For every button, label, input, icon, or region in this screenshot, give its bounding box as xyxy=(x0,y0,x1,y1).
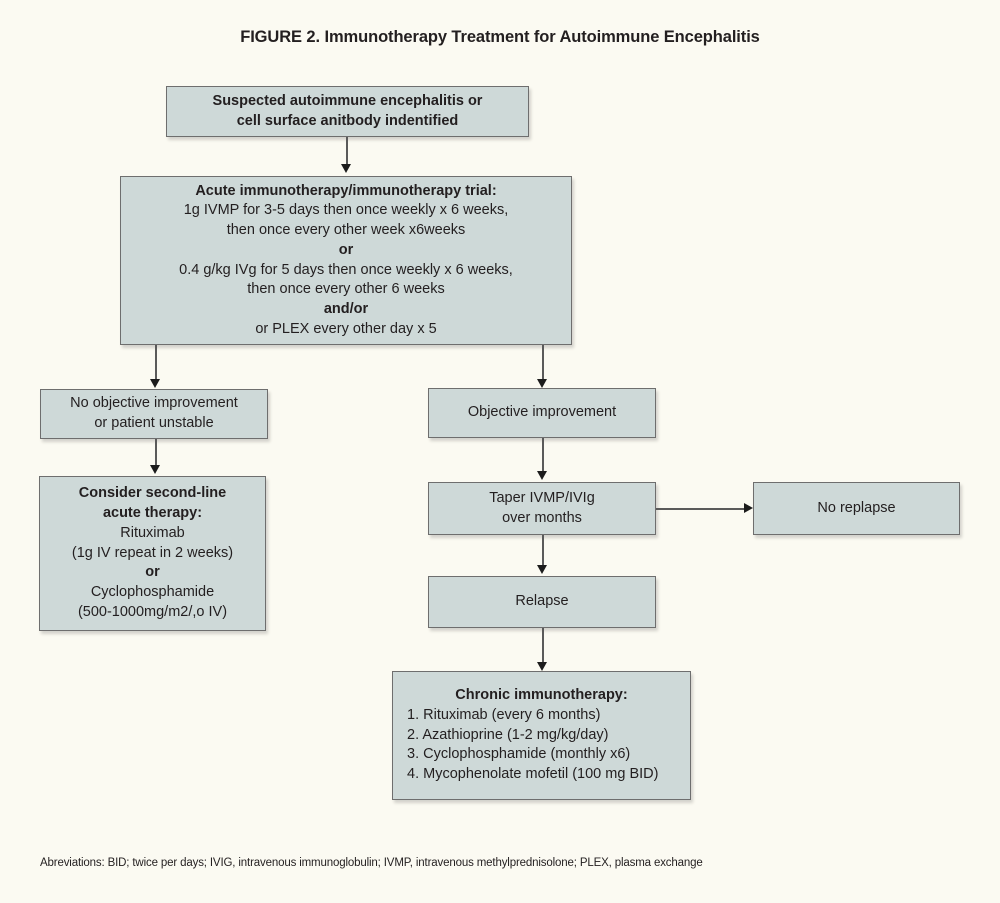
node-chronic-header: Chronic immunotherapy: xyxy=(455,687,628,704)
node-acute-line-1: Acute immunotherapy/immunotherapy trial: xyxy=(195,182,497,199)
node-second-line-line-3: Rituximab xyxy=(120,524,185,541)
node-acute-immunotherapy: Acute immunotherapy/immunotherapy trial:… xyxy=(120,176,572,345)
node-chronic-item-1: 1. Rituximab (every 6 months) xyxy=(407,706,601,723)
node-taper: Taper IVMP/IVIg over months xyxy=(428,482,656,535)
node-second-line-line-5: or xyxy=(145,564,160,581)
connector-acute-to-objective-improvement xyxy=(542,345,544,382)
node-second-line-line-2: acute therapy: xyxy=(102,505,203,522)
connector-acute-to-no-improvement xyxy=(155,345,157,382)
node-second-line-therapy: Consider second-line acute therapy: Ritu… xyxy=(39,476,266,631)
connector-no-improvement-to-second-line xyxy=(155,439,157,469)
node-no-relapse: No replapse xyxy=(753,482,960,535)
node-second-line-line-6: Cyclophosphamide xyxy=(90,584,215,601)
node-chronic-immunotherapy: Chronic immunotherapy: 1. Rituximab (eve… xyxy=(392,671,691,800)
arrowhead-acute-to-no-improvement xyxy=(150,379,160,388)
node-taper-line-2: over months xyxy=(502,509,582,526)
node-acute-line-7: and/or xyxy=(323,300,369,317)
node-acute-line-6: then once every other 6 weeks xyxy=(247,281,445,298)
node-chronic-item-4: 4. Mycophenolate mofetil (100 mg BID) xyxy=(407,766,659,783)
connector-suspected-to-acute xyxy=(346,137,348,168)
figure-title: FIGURE 2. Immunotherapy Treatment for Au… xyxy=(240,28,760,46)
node-suspected-line-2: cell surface anitbody indentified xyxy=(236,112,459,129)
connector-taper-to-no-relapse xyxy=(656,508,745,510)
node-acute-line-3: then once every other week x6weeks xyxy=(226,222,466,239)
abbreviations-footnote: Abreviations: BID; twice per days; IVIG,… xyxy=(40,857,703,869)
arrowhead-acute-to-objective-improvement xyxy=(537,379,547,388)
node-suspected-encephalitis: Suspected autoimmune encephalitis or cel… xyxy=(166,86,529,137)
arrowhead-taper-to-no-relapse xyxy=(744,503,753,513)
arrowhead-taper-to-relapse xyxy=(537,565,547,574)
connector-relapse-to-chronic xyxy=(542,628,544,666)
node-objective-improvement: Objective improvement xyxy=(428,388,656,438)
node-second-line-line-1: Consider second-line xyxy=(78,485,227,502)
node-second-line-line-4: (1g IV repeat in 2 weeks) xyxy=(71,544,234,561)
arrowhead-objective-improvement-to-taper xyxy=(537,471,547,480)
node-acute-line-5: 0.4 g/kg IVg for 5 days then once weekly… xyxy=(179,261,513,278)
node-acute-line-2: 1g IVMP for 3-5 days then once weekly x … xyxy=(183,202,509,219)
node-chronic-item-2: 2. Azathioprine (1-2 mg/kg/day) xyxy=(407,726,609,743)
node-chronic-item-3: 3. Cyclophosphamide (monthly x6) xyxy=(407,746,631,763)
node-relapse-line-1: Relapse xyxy=(515,593,569,610)
node-no-improvement-line-2: or patient unstable xyxy=(94,415,214,431)
arrowhead-relapse-to-chronic xyxy=(537,662,547,671)
node-no-improvement-line-1: No objective improvement xyxy=(70,395,238,412)
arrowhead-no-improvement-to-second-line xyxy=(150,465,160,474)
node-suspected-line-1: Suspected autoimmune encephalitis or xyxy=(212,92,483,109)
node-no-relapse-line-1: No replapse xyxy=(817,499,896,516)
node-acute-line-4: or xyxy=(338,241,354,258)
node-objective-improvement-line-1: Objective improvement xyxy=(467,404,617,421)
node-second-line-line-7: (500-1000mg/m2/,o IV) xyxy=(77,603,228,620)
node-no-objective-improvement: No objective improvement or patient unst… xyxy=(40,389,268,439)
connector-objective-improvement-to-taper xyxy=(542,438,544,475)
node-taper-line-1: Taper IVMP/IVIg xyxy=(489,489,595,506)
node-relapse: Relapse xyxy=(428,576,656,628)
node-acute-line-8: or PLEX every other day x 5 xyxy=(255,320,437,337)
connector-taper-to-relapse xyxy=(542,535,544,569)
arrowhead-suspected-to-acute xyxy=(341,164,351,173)
